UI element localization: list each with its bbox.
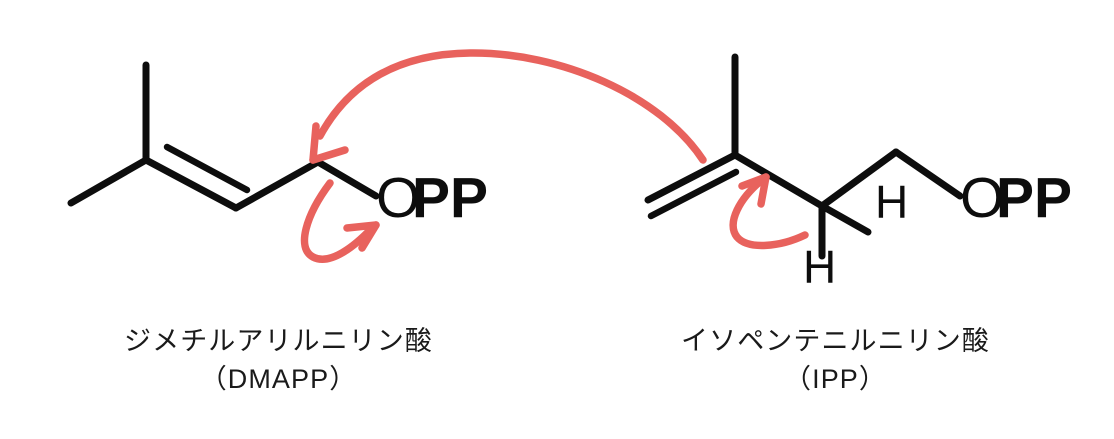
arrow-head-opp-barb-b [358,221,380,252]
bond-terminal-double-main [644,151,739,204]
caption-ipp-abbrev: （IPP） [784,364,887,395]
atom-label-o-left: O [376,166,420,230]
molecule-ipp-skeleton [644,53,964,260]
bond-ch2-center [731,151,826,210]
bond-c-o-right [892,148,964,200]
curved-arrow-c-o-to-opp [300,179,380,263]
bond-double-inner [163,143,251,194]
arrow-head-opp-barb-a [343,221,380,232]
label-opp-left: O PP [376,166,488,230]
bond-double-main [142,156,240,212]
caption-dmapp-abbrev: （DMAPP） [199,364,358,395]
caption-dmapp-name: ジメチルアリルニリン酸 [124,326,433,356]
molecule-dmapp-skeleton [67,61,380,212]
caption-ipp: イソペンテニルニリン酸 （IPP） [557,322,1114,399]
atom-label-h-right: H [875,176,908,228]
bond-allylic [232,158,322,212]
atom-label-pp-right: PP [996,166,1072,230]
arrow-shaft-opp [300,179,376,263]
bond-c-h-right [818,202,872,236]
arrow-head-barb-a [309,122,320,164]
atom-label-pp-left: PP [412,166,488,230]
curved-arrow-alkene-to-carbocation [309,49,707,164]
arrow-head-barb-b [309,146,349,164]
label-hydrogens-ipp: H H [803,176,908,293]
arrow-shaft-ch [729,176,809,250]
label-opp-right: O PP [960,166,1072,230]
atom-label-o-right: O [960,166,1004,230]
bond-methyl-left [67,156,150,207]
bond-ch2-up [818,148,900,210]
curved-arrow-ch-to-alkene [729,173,809,250]
arrow-shaft-main [316,49,707,164]
atom-label-h-bottom: H [803,241,836,293]
bond-c-o [314,158,380,200]
caption-ipp-name: イソペンテニルニリン酸 [681,326,990,356]
caption-dmapp: ジメチルアリルニリン酸 （DMAPP） [0,322,557,399]
arrow-head-ch-barb-b [757,173,770,208]
bond-terminal-double-inner [647,168,740,220]
